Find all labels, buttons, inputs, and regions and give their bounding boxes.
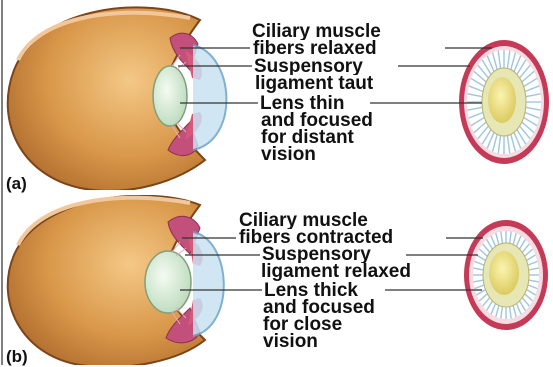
label-ciliary-a-line2: fibers relaxed bbox=[252, 40, 378, 57]
ciliary-ring-a bbox=[459, 40, 549, 164]
eye-cross-section-b bbox=[8, 196, 224, 365]
eye-cross-section-a bbox=[8, 7, 227, 190]
panel-letter-a: (a) bbox=[6, 174, 27, 194]
label-lens-b-line4: vision bbox=[262, 333, 319, 350]
ciliary-ring-b bbox=[464, 220, 548, 330]
panel-letter-b: (b) bbox=[6, 347, 28, 367]
label-lens-a-line4: vision bbox=[260, 146, 317, 163]
label-suspensory-a-line2: ligament taut bbox=[254, 75, 374, 92]
label-suspensory-b-line2: ligament relaxed bbox=[260, 263, 412, 280]
